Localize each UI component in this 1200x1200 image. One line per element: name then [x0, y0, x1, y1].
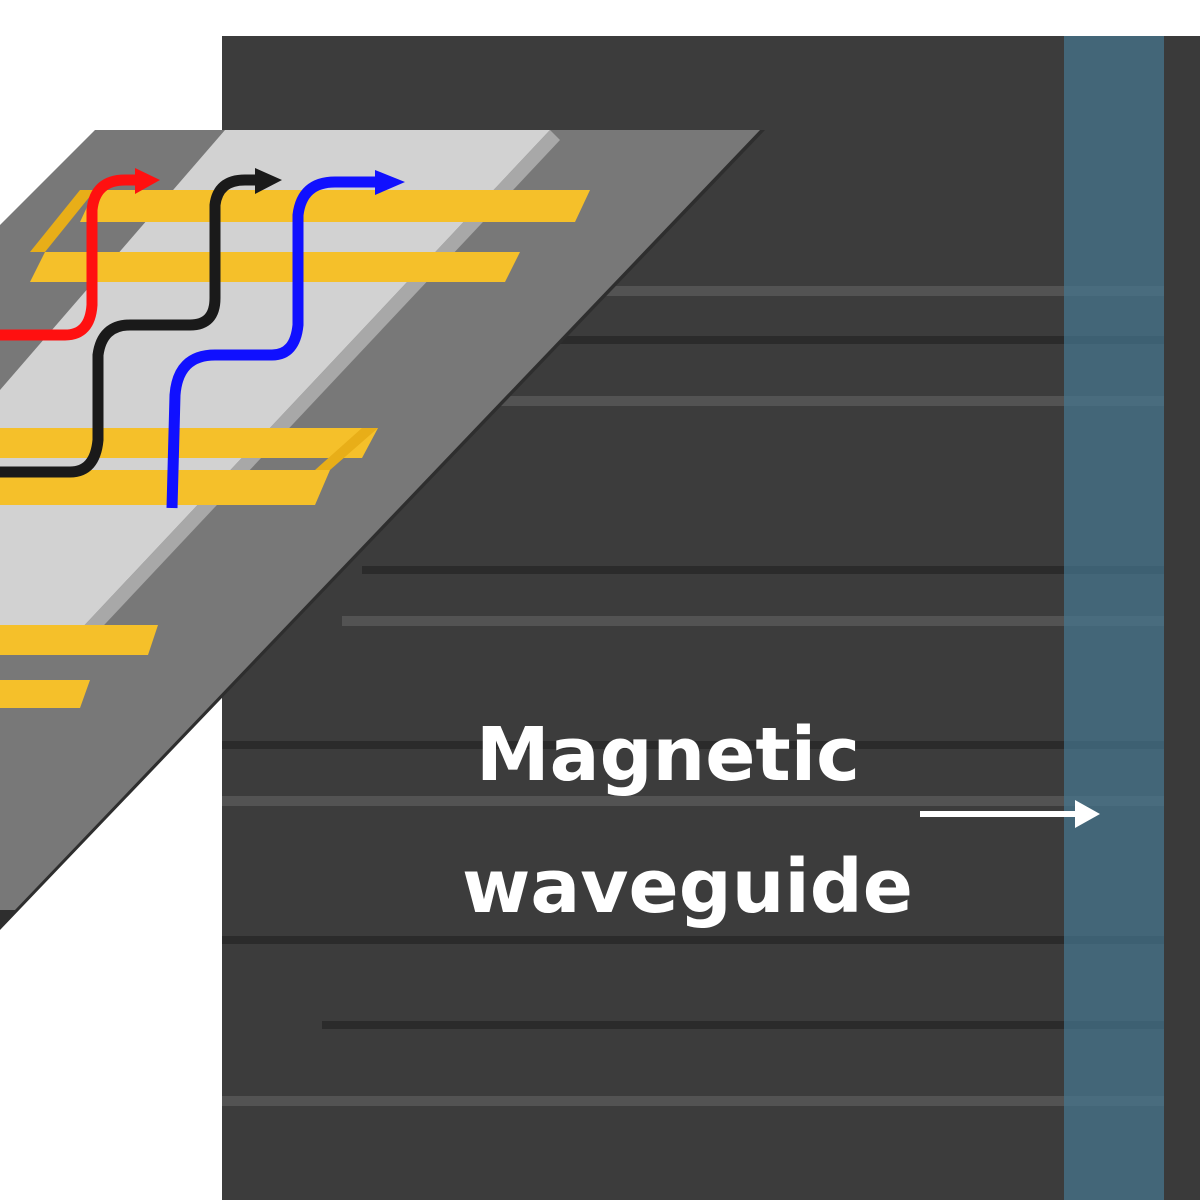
red-arrowhead-icon [135, 168, 160, 194]
red-spin-wave [0, 174, 140, 341]
label-magnetic: Magnetic [476, 712, 861, 798]
blue-arrowhead-icon [375, 170, 405, 195]
black-arrowhead-icon [255, 168, 282, 194]
right-arrow-icon [1075, 800, 1100, 828]
streak [422, 396, 1200, 406]
streak [222, 796, 1200, 806]
streak [322, 1021, 1200, 1029]
streak [222, 1096, 1200, 1106]
streak [222, 741, 1200, 749]
streak [522, 286, 1200, 296]
streak [362, 566, 1200, 574]
band-edge [1164, 36, 1200, 1200]
label-waveguide: waveguide [462, 844, 913, 930]
black-spin-wave [0, 174, 260, 478]
waveguide-band [1064, 36, 1164, 1200]
blue-spin-wave [166, 176, 380, 509]
streak [342, 616, 1200, 626]
streak [552, 336, 1200, 344]
streak [222, 936, 1200, 944]
